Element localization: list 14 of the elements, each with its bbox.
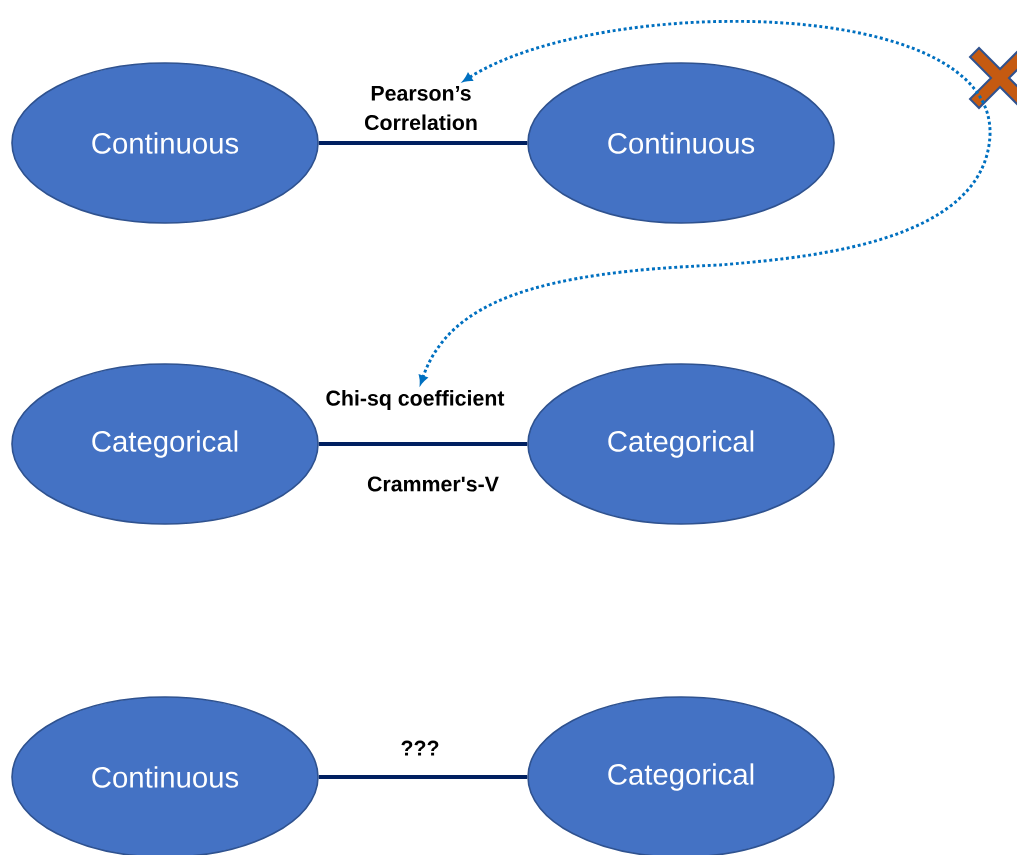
ellipse-node: Categorical <box>11 363 319 525</box>
text-label: Chi-sq coefficient <box>326 390 505 410</box>
connector-line <box>318 775 528 779</box>
text-label: Crammer's-V <box>367 476 499 492</box>
ellipse-node: Continuous <box>11 62 319 224</box>
ellipse-node: Continuous <box>11 696 319 855</box>
connector-line <box>318 141 528 145</box>
curved-arrow <box>419 20 992 385</box>
text-label: Pearson’s Correlation <box>365 85 477 131</box>
ellipse-node: Continuous <box>527 62 835 224</box>
ellipse-node: Categorical <box>527 696 835 855</box>
edge-label: ??? <box>399 739 441 757</box>
ellipse-node: Categorical <box>527 363 835 525</box>
connector-line <box>318 442 528 446</box>
